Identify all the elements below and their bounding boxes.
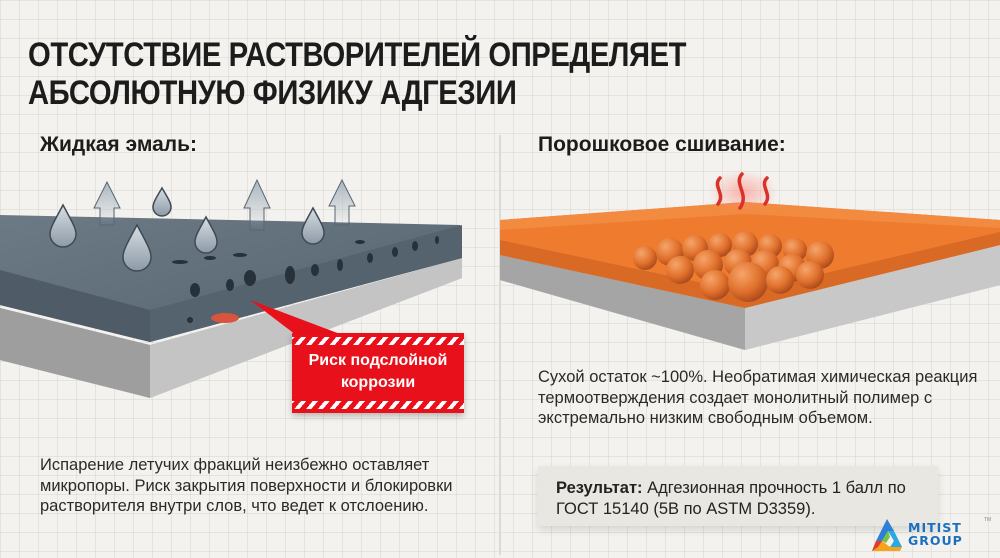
liquid-enamel-description: Испарение летучих фракций неизбежно оста… (40, 456, 453, 515)
result-text: Адгезионная прочность 1 балл по ГОСТ 151… (556, 479, 906, 518)
warning-stripe-top (292, 337, 464, 345)
column-divider (499, 135, 501, 555)
powder-description: Сухой остаток ~100%. Необратимая химичес… (538, 368, 978, 427)
title-line-1: ОТСУТСТВИЕ РАСТВОРИТЕЛЕЙ ОПРЕДЕЛЯЕТ (28, 36, 687, 74)
liquid-enamel-heading: Жидкая эмаль: (40, 133, 197, 156)
title-line-2: АБСОЛЮТНУЮ ФИЗИКУ АДГЕЗИИ (28, 74, 517, 112)
trademark-symbol: TM (984, 517, 992, 523)
page-title: ОТСУТСТВИЕ РАСТВОРИТЕЛЕЙ ОПРЕДЕЛЯЕТ АБСО… (28, 36, 785, 112)
powder-crosslinking-heading: Порошковое сшивание: (538, 133, 786, 156)
powder-coating-illustration (500, 170, 1000, 370)
warning-stripe-bottom (292, 401, 464, 409)
corrosion-risk-callout: Риск подслойной коррозии (292, 333, 464, 413)
logo-text: MITIST GROUP (908, 520, 963, 548)
callout-text: Риск подслойной коррозии (308, 352, 448, 391)
result-box: Результат: Адгезионная прочность 1 балл … (538, 466, 938, 526)
logo-triangle-icon (872, 519, 902, 551)
mitist-group-logo: MITIST GROUP TM (870, 517, 995, 557)
result-label: Результат: (556, 479, 643, 497)
liquid-enamel-illustration (0, 170, 500, 440)
